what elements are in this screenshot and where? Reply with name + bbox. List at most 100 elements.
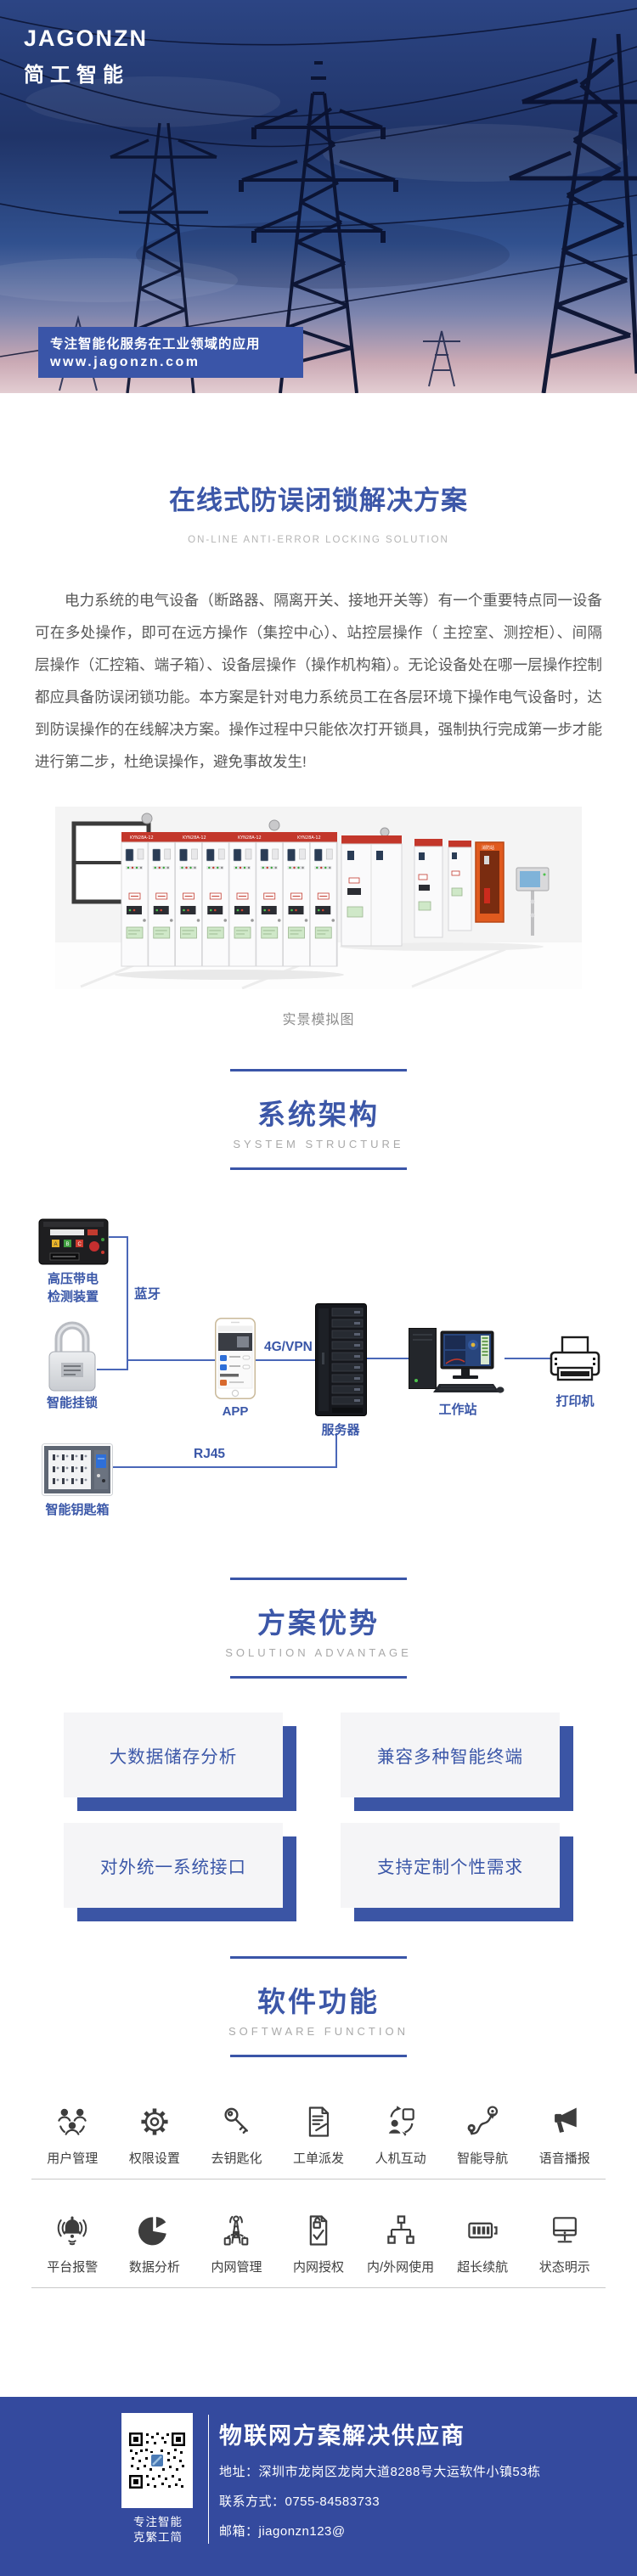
- function-label: 内网授权: [293, 2259, 345, 2275]
- advantage-card: 兼容多种智能终端: [341, 1712, 560, 1797]
- rj45-link-label: RJ45: [194, 1446, 226, 1461]
- section-subtitle: SOLUTION ADVANTAGE: [225, 1645, 412, 1659]
- server-label: 服务器: [321, 1422, 360, 1437]
- footer-divider: [208, 2414, 209, 2544]
- svg-text:KYN28A-12: KYN28A-12: [297, 835, 321, 841]
- section-title: 方案优势: [257, 1606, 380, 1639]
- advantage-label: 兼容多种智能终端: [377, 1746, 523, 1767]
- svg-text:A: A: [54, 1242, 58, 1247]
- function-label: 权限设置: [128, 2151, 180, 2166]
- function-item: 平台报警: [31, 2212, 114, 2275]
- vpn-link-label: 4G/VPN: [264, 1339, 313, 1354]
- divider: [230, 1675, 407, 1679]
- hero-section: JAGONZN 简工智能 专注智能化服务在工业领域的应用 www.jagonzn…: [0, 0, 637, 393]
- footer-headline: 物联网方案解决供应商: [219, 2422, 465, 2449]
- section-header-advantages: 方案优势 SOLUTION ADVANTAGE: [0, 1577, 637, 1679]
- function-item: 权限设置: [114, 2103, 196, 2167]
- page-subtitle: ON-LINE ANTI-ERROR LOCKING SOLUTION: [188, 534, 449, 545]
- svg-text:B: B: [66, 1242, 70, 1247]
- mobile-app-device: [215, 1317, 256, 1399]
- function-label: 内网管理: [211, 2259, 262, 2275]
- figure-caption: 实景模拟图: [282, 1012, 355, 1027]
- section-title: 系统架构: [257, 1098, 380, 1130]
- key-icon: [224, 2107, 249, 2134]
- server-device: [315, 1302, 367, 1416]
- hero-banner: 专注智能化服务在工业领域的应用 www.jagonzn.com: [38, 327, 303, 378]
- monitor-icon: [552, 2216, 577, 2242]
- bluetooth-link-label: 蓝牙: [134, 1286, 161, 1302]
- scene-simulation-image: KYN28A-12 KYN28A-12 KYN28A-12 KYN28A-12: [55, 806, 582, 989]
- hv-detector-label: 高压带电 检测装置: [47, 1271, 99, 1304]
- function-label: 平台报警: [47, 2259, 99, 2275]
- function-label: 语音播报: [538, 2151, 590, 2166]
- footer: 专注智能 克繁工简 物联网方案解决供应商 地址：深圳市龙岗区龙岗大道8288号大…: [0, 2396, 637, 2576]
- alarm-bell-icon: [58, 2216, 87, 2245]
- qr-column: 专注智能 克繁工简: [121, 2412, 194, 2576]
- function-label: 内/外网使用: [367, 2259, 435, 2275]
- function-item: 内/外网使用: [359, 2212, 442, 2275]
- workstation-device: [409, 1325, 505, 1396]
- footer-slogan: 专注智能 克繁工简: [133, 2515, 183, 2544]
- function-label: 工单派发: [293, 2151, 345, 2166]
- divider: [230, 1955, 407, 1959]
- footer-address: 地址：深圳市龙岗区龙岗大道8288号大运软件小镇53栋: [219, 2464, 541, 2479]
- section-title: 软件功能: [257, 1985, 380, 2017]
- brand-logo-en: JAGONZN: [24, 25, 149, 51]
- smart-padlock-device: [48, 1314, 97, 1392]
- app-label: APP: [222, 1403, 249, 1419]
- banner-slogan: 专注智能化服务在工业领域的应用: [50, 337, 261, 352]
- advantage-card: 对外统一系统接口: [64, 1822, 283, 1908]
- brand-logo: JAGONZN 简工智能: [24, 25, 148, 87]
- battery-icon: [468, 2222, 498, 2238]
- function-item: 超长续航: [442, 2212, 524, 2275]
- smart-padlock-label: 智能挂锁: [46, 1395, 98, 1410]
- intranet-auth-icon: [309, 2214, 328, 2246]
- svg-text:消防站: 消防站: [482, 845, 494, 851]
- footer-email: 邮箱：jiagonzn123@: [219, 2523, 346, 2539]
- function-row-1: 用户管理 权限设置: [31, 2103, 606, 2179]
- megaphone-icon: [554, 2107, 577, 2133]
- human-machine-icon: [388, 2105, 414, 2136]
- function-label: 用户管理: [47, 2151, 99, 2166]
- section-subtitle: SYSTEM STRUCTURE: [233, 1137, 404, 1150]
- function-item: 数据分析: [114, 2212, 196, 2275]
- function-item: 工单派发: [278, 2103, 360, 2167]
- divider: [230, 1577, 407, 1580]
- function-item: 内网授权: [278, 2212, 360, 2275]
- divider: [230, 2054, 407, 2057]
- advantage-label: 对外统一系统接口: [100, 1857, 246, 1877]
- section-subtitle: SOFTWARE FUNCTION: [228, 2024, 409, 2038]
- function-row-2: 平台报警 数据分析: [31, 2212, 606, 2288]
- connection-lines: [97, 1235, 550, 1468]
- function-label: 超长续航: [457, 2259, 509, 2275]
- divider: [230, 1167, 407, 1170]
- svg-text:KYN28A-12: KYN28A-12: [238, 835, 262, 841]
- svg-text:KYN28A-12: KYN28A-12: [183, 835, 206, 841]
- function-item: 去钥匙化: [195, 2103, 278, 2167]
- work-order-icon: [308, 2106, 330, 2137]
- users-icon: [58, 2108, 87, 2135]
- footer-info: 物联网方案解决供应商 地址：深圳市龙岗区龙岗大道8288号大运软件小镇53栋 联…: [219, 2413, 541, 2576]
- advantage-label: 大数据储存分析: [109, 1746, 238, 1767]
- svg-text:KYN28A-12: KYN28A-12: [130, 835, 154, 841]
- function-item: 内网管理: [195, 2212, 278, 2275]
- page-title: 在线式防误闭锁解决方案: [169, 485, 468, 515]
- intranet-tower-icon: [224, 2215, 249, 2246]
- qr-code: [121, 2412, 193, 2508]
- svg-text:C: C: [78, 1242, 82, 1247]
- network-topology-icon: [386, 2214, 414, 2244]
- section-header-architecture: 系统架构 SYSTEM STRUCTURE: [0, 1068, 637, 1170]
- advantage-card: 支持定制个性需求: [341, 1822, 560, 1908]
- function-item: 智能导航: [442, 2103, 524, 2167]
- hv-detector-device: A B C: [38, 1218, 109, 1265]
- smart-keybox-label: 智能钥匙箱: [45, 1502, 110, 1517]
- printer-device: [549, 1336, 601, 1386]
- advantage-label: 支持定制个性需求: [377, 1857, 523, 1877]
- banner-url: www.jagonzn.com: [50, 355, 200, 369]
- function-label: 智能导航: [457, 2151, 509, 2166]
- brand-logo-cn: 简工智能: [24, 64, 129, 87]
- function-item: 用户管理: [31, 2103, 114, 2167]
- function-item: 状态明示: [523, 2212, 606, 2275]
- function-label: 人机互动: [375, 2151, 426, 2166]
